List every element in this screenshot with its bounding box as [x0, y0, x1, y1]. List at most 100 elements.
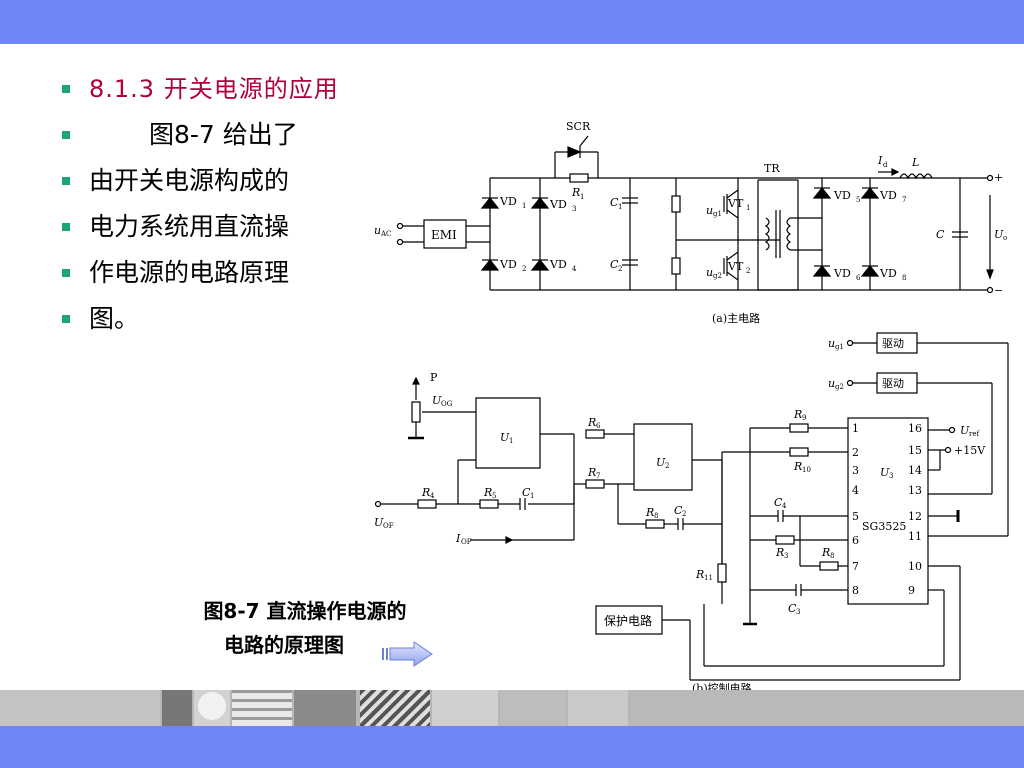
protect-box-label: 保护电路: [604, 613, 652, 628]
pin-2: 2: [852, 446, 859, 459]
pin-4: 4: [852, 484, 859, 497]
label-tr: TR: [764, 162, 780, 175]
label-r3: R: [775, 546, 784, 559]
pin-11: 11: [908, 530, 922, 543]
label-u3: U: [880, 466, 890, 479]
control-circuit: [374, 332, 1009, 681]
label-c3: C: [788, 602, 797, 615]
label-vd6: VD: [833, 267, 851, 280]
bullet-text: 图。: [89, 304, 140, 333]
label-u1-sub: 1: [509, 437, 513, 445]
label-r9: R: [793, 408, 802, 421]
bullet-text: 作电源的电路原理: [89, 258, 290, 287]
label-vd8-sub: 8: [902, 274, 906, 282]
label-vd6-sub: 6: [856, 274, 861, 282]
circuit-diagram: SCR R 1 TR EMI u AC VD 1 VD 2 VD 3 VD 4 …: [374, 120, 1009, 695]
label-ug1-ctrl-sub: g1: [835, 343, 844, 351]
label-id: I: [877, 154, 883, 167]
label-c: C: [936, 228, 945, 241]
label-c2-ctrl-sub: 2: [682, 510, 686, 518]
label-plus: +: [994, 171, 1003, 184]
label-ug2-ctrl: u: [828, 377, 835, 390]
label-r8: R: [645, 506, 654, 519]
pin-7: 7: [852, 560, 859, 573]
bullet-icon: [62, 223, 70, 231]
label-u1: U: [500, 431, 510, 444]
bullet-icon: [62, 269, 70, 277]
strip-tile: [360, 690, 430, 726]
label-ug1: u: [706, 204, 713, 217]
bullet-text: 电力系统用直流操: [89, 212, 290, 241]
label-ug1-ctrl: u: [828, 337, 835, 350]
label-uo: U: [994, 228, 1004, 241]
label-r6: R: [587, 416, 596, 429]
label-r11: R: [695, 568, 704, 581]
list-item: 图。: [62, 296, 362, 342]
emi-box-label: EMI: [431, 228, 457, 242]
label-c3-sub: 3: [796, 608, 800, 616]
label-uac-sub: AC: [380, 230, 391, 238]
label-c4-sub: 4: [782, 502, 787, 510]
label-scr: SCR: [566, 120, 591, 133]
label-vt1-sub: 1: [746, 204, 750, 212]
label-p: P: [430, 371, 438, 384]
label-uof: U: [374, 516, 384, 529]
section-heading: 8.1.3 开关电源的应用: [89, 75, 339, 103]
label-c2: C: [610, 258, 619, 271]
chip-name: SG3525: [862, 520, 906, 533]
label-l: L: [911, 156, 919, 169]
label-vd3-sub: 3: [572, 205, 576, 213]
decorative-photo-strip: [0, 690, 1024, 726]
bullet-list: 8.1.3 开关电源的应用 图8-7 给出了 由开关电源构成的 电力系统用直流操…: [62, 66, 362, 342]
label-uref: U: [960, 424, 970, 437]
bullet-icon: [62, 131, 70, 139]
label-r8-sub: 8: [654, 512, 658, 520]
label-r7: R: [587, 466, 596, 479]
label-uof-sub: OF: [383, 522, 394, 530]
label-c4: C: [774, 496, 783, 509]
pin-14: 14: [908, 464, 922, 477]
pin-5: 5: [852, 510, 859, 523]
label-c2-ctrl: C: [674, 504, 683, 517]
list-item: 图8-7 给出了: [62, 112, 362, 158]
label-u2-sub: 2: [665, 462, 669, 470]
label-vt1: VT: [727, 197, 744, 210]
pin-10: 10: [908, 560, 922, 573]
label-c1-ctrl: C: [522, 486, 531, 499]
strip-tile: [0, 690, 160, 726]
top-band: [0, 0, 1024, 44]
label-c1-sub: 1: [618, 203, 622, 211]
label-vd1: VD: [499, 195, 517, 208]
label-r8b-sub: 8: [830, 552, 834, 560]
label-vd7-sub: 7: [902, 196, 906, 204]
label-c1: C: [610, 196, 619, 209]
main-circuit-caption: (a)主电路: [712, 312, 760, 325]
pin-13: 13: [908, 484, 922, 497]
strip-tile: [568, 690, 628, 726]
label-vd8: VD: [879, 267, 897, 280]
pin-12: 12: [908, 510, 922, 523]
arrow-right-icon[interactable]: [380, 640, 434, 668]
label-r7-sub: 7: [596, 472, 600, 480]
strip-tile: [294, 690, 356, 726]
strip-tile: [630, 690, 1024, 726]
label-c2-sub: 2: [618, 265, 622, 273]
label-uac: u: [374, 224, 381, 237]
label-vd4-sub: 4: [572, 265, 577, 273]
label-uog: U: [432, 394, 442, 407]
label-ug2-ctrl-sub: g2: [835, 383, 844, 391]
label-r11-sub: 11: [704, 574, 713, 582]
label-r5: R: [483, 486, 492, 499]
label-uog-sub: OG: [441, 400, 453, 408]
label-r1: R: [571, 186, 580, 199]
label-r9-sub: 9: [802, 414, 806, 422]
label-uo-sub: o: [1003, 234, 1007, 242]
strip-tile: [432, 690, 498, 726]
list-item: 8.1.3 开关电源的应用: [62, 66, 362, 112]
label-id-sub: d: [883, 161, 888, 169]
label-r3-sub: 3: [784, 552, 788, 560]
pin-8: 8: [852, 584, 859, 597]
label-r10-sub: 10: [802, 466, 811, 474]
label-ug1-sub: g1: [713, 210, 722, 218]
label-vd1-sub: 1: [522, 202, 526, 210]
